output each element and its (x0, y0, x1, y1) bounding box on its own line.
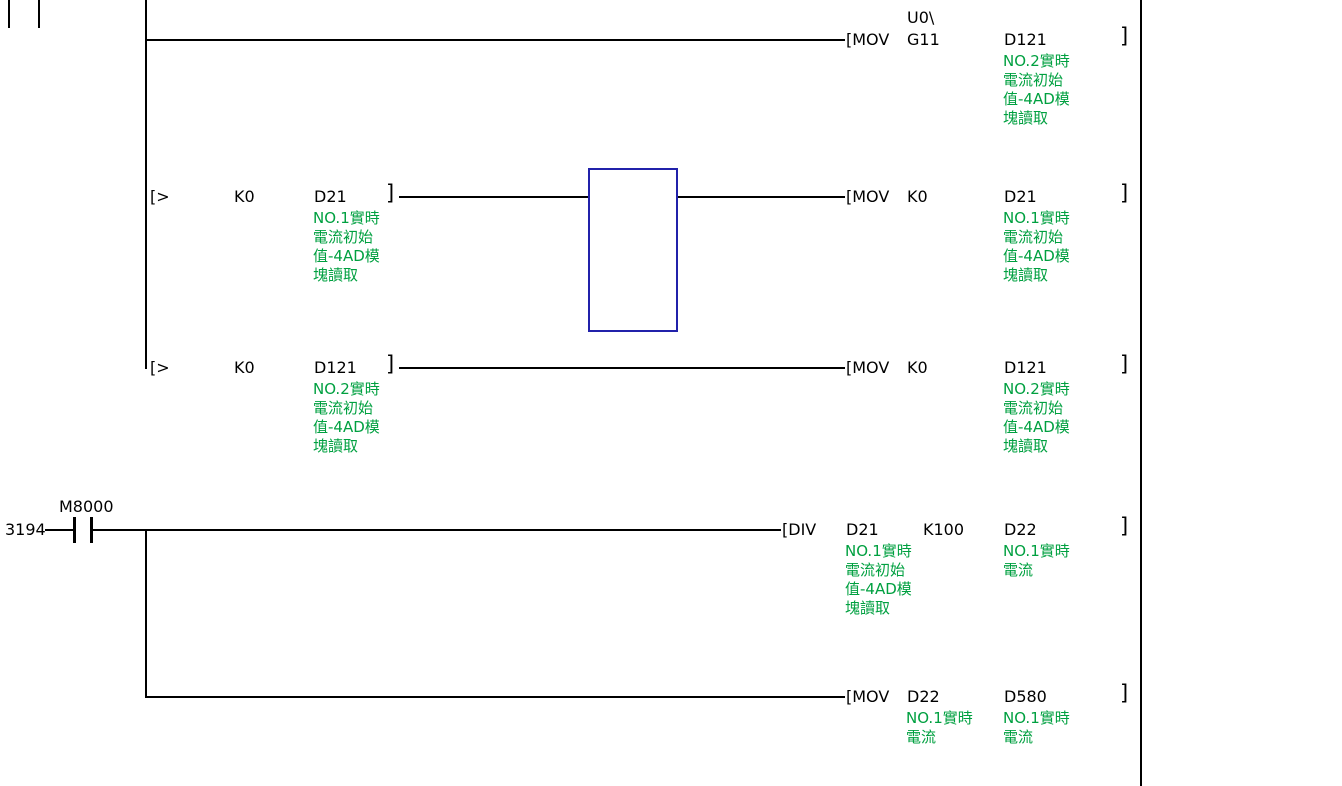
contact-left-bar (73, 517, 76, 543)
branch-vertical-bottom (145, 529, 147, 698)
rung3-compare-k0[interactable]: K0 (233, 358, 256, 377)
step-number: 3194 (4, 520, 47, 539)
rung2-compare-d21[interactable]: D21 (313, 187, 348, 206)
rung4-line-a (45, 529, 75, 531)
contact-m8000-label: M8000 (58, 497, 115, 516)
rung3-compare-d121-comment: NO.2實時 電流初始 值-4AD模 塊讀取 (313, 380, 380, 456)
rung5-line (145, 696, 845, 698)
rung3-mov-d121[interactable]: D121 (1003, 358, 1048, 377)
rung2-mov-k0[interactable]: K0 (906, 187, 929, 206)
rung5-d22-comment: NO.1實時 電流 (906, 709, 973, 747)
rung3-mov-k0[interactable]: K0 (906, 358, 929, 377)
rung3-compare-d121[interactable]: D121 (313, 358, 358, 377)
left-branch-stub-1 (8, 0, 10, 28)
rung4-operand-d21[interactable]: D21 (845, 520, 880, 539)
rung5-close-bracket: ] (1120, 681, 1129, 705)
rung2-compare-close-bracket: ] (386, 181, 395, 205)
rung4-close-bracket: ] (1120, 514, 1129, 538)
rung3-mov-instruction[interactable]: [MOV (845, 358, 891, 377)
rung5-operand-d22[interactable]: D22 (906, 687, 941, 706)
rung1-d121-comment: NO.2實時 電流初始 值-4AD模 塊讀取 (1003, 52, 1070, 128)
rung5-mov-instruction[interactable]: [MOV (845, 687, 891, 706)
rung2-mov-instruction[interactable]: [MOV (845, 187, 891, 206)
rung3-close-bracket: ] (1120, 352, 1129, 376)
rung4-line-b (93, 529, 781, 531)
rung1-mov-instruction[interactable]: [MOV (845, 30, 891, 49)
rung2-compare-k0[interactable]: K0 (233, 187, 256, 206)
rung5-d580-comment: NO.1實時 電流 (1003, 709, 1070, 747)
rung2-mov-d21-comment: NO.1實時 電流初始 值-4AD模 塊讀取 (1003, 209, 1070, 285)
rung1-close-bracket: ] (1120, 24, 1129, 48)
right-power-rail (1140, 0, 1142, 786)
contact-right-bar (90, 517, 93, 543)
branch-vertical-top (145, 0, 147, 369)
rung3-compare-open[interactable]: [> (149, 358, 171, 377)
selection-cursor[interactable] (588, 168, 678, 332)
rung5-operand-d580[interactable]: D580 (1003, 687, 1048, 706)
rung2-compare-open[interactable]: [> (149, 187, 171, 206)
rung1-operand-u0[interactable]: U0\ (906, 8, 936, 27)
rung2-compare-d21-comment: NO.1實時 電流初始 值-4AD模 塊讀取 (313, 209, 380, 285)
rung1-operand-d121[interactable]: D121 (1003, 30, 1048, 49)
rung2-mov-d21[interactable]: D21 (1003, 187, 1038, 206)
rung4-div-instruction[interactable]: [DIV (781, 520, 818, 539)
rung4-operand-k100[interactable]: K100 (922, 520, 966, 539)
rung3-compare-close-bracket: ] (386, 352, 395, 376)
rung2-close-bracket: ] (1120, 181, 1129, 205)
rung4-d22-comment: NO.1實時 電流 (1003, 542, 1070, 580)
rung3-mov-d121-comment: NO.2實時 電流初始 值-4AD模 塊讀取 (1003, 380, 1070, 456)
rung1-operand-g11[interactable]: G11 (906, 30, 941, 49)
rung4-d21-comment: NO.1實時 電流初始 值-4AD模 塊讀取 (845, 542, 912, 618)
rung4-operand-d22[interactable]: D22 (1003, 520, 1038, 539)
rung3-line (399, 367, 845, 369)
left-branch-stub-2 (38, 0, 40, 28)
rung1-line (145, 39, 845, 41)
